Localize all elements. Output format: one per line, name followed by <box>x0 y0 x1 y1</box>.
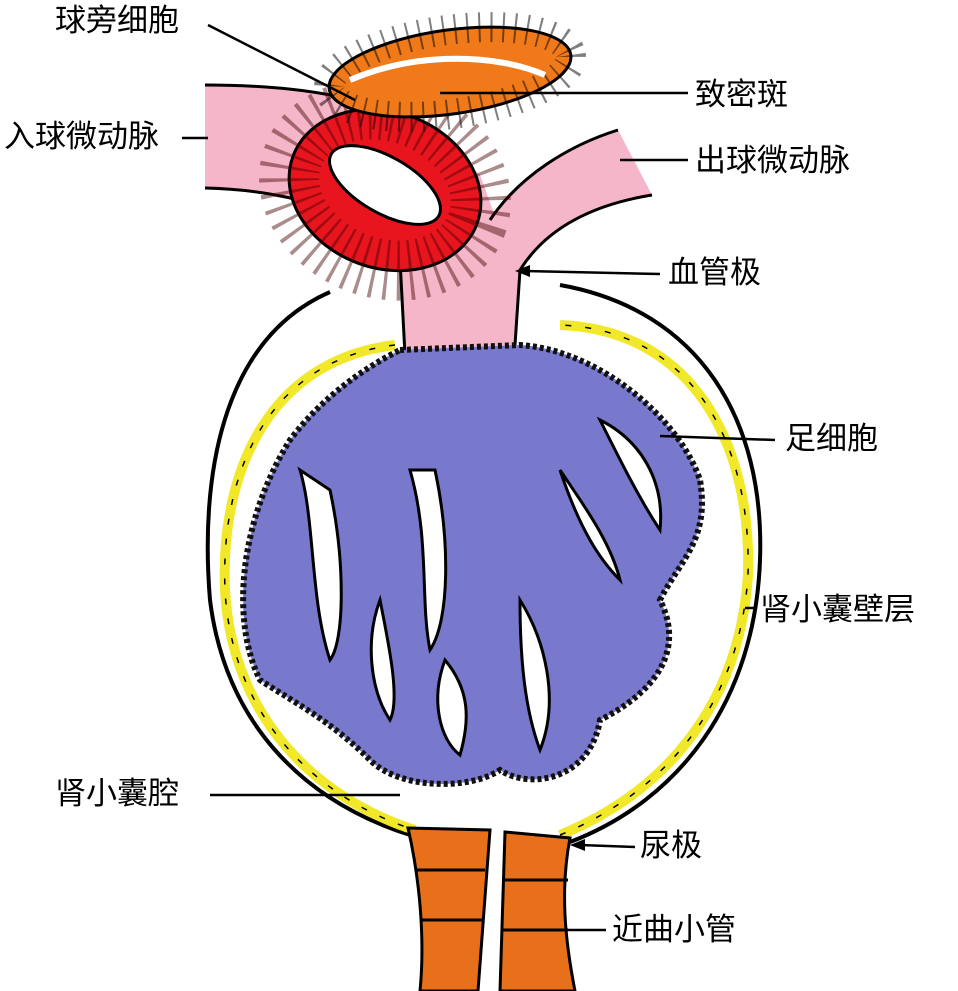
macula-densa-nuclei <box>314 12 586 132</box>
macula-densa-lumen <box>348 55 547 83</box>
label-vascular-pole: 血管极 <box>668 255 761 291</box>
glomerulus-gaps <box>297 416 663 758</box>
efferent-arteriole <box>490 130 652 345</box>
arteriole-lumen <box>328 144 442 226</box>
label-parietal-layer: 肾小囊壁层 <box>760 592 915 628</box>
leader-lines <box>182 23 776 932</box>
label-capsular-space: 肾小囊腔 <box>55 776 179 812</box>
label-urinary-pole: 尿极 <box>640 828 702 864</box>
parietal-layer-nuclei <box>223 324 749 836</box>
capsule-outer-wall <box>205 283 763 844</box>
glomerulus <box>240 341 705 787</box>
label-proximal-tubule: 近曲小管 <box>612 912 736 948</box>
leader-vascular-pole <box>524 269 661 276</box>
arrowhead-urinary-pole <box>570 839 585 851</box>
leader-urinary-pole <box>579 843 636 849</box>
leader-podocyte <box>659 434 776 442</box>
proximal-tubule <box>406 826 577 991</box>
arrowhead-vascular-pole <box>515 265 530 277</box>
label-macula-densa: 致密斑 <box>695 77 788 113</box>
label-afferent-arteriole: 入球微动脉 <box>4 119 159 155</box>
leader-juxtaglomerular <box>207 23 356 102</box>
label-efferent-arteriole: 出球微动脉 <box>695 143 850 179</box>
label-juxtaglomerular-cells: 球旁细胞 <box>55 3 179 39</box>
efferent-arteriole-outline <box>488 128 653 346</box>
juxtaglomerular-nuclei <box>259 79 511 301</box>
label-podocyte: 足细胞 <box>785 421 878 457</box>
